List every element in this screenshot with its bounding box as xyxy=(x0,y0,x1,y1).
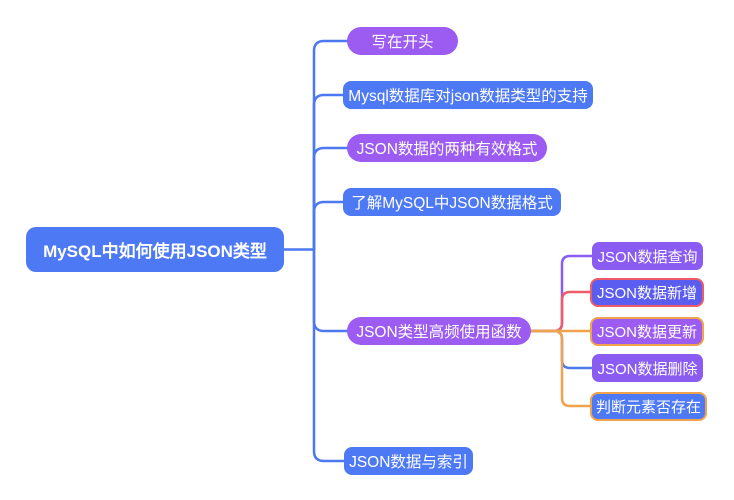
connector-branch-json-functions xyxy=(312,248,349,333)
connector-child-json-insert xyxy=(529,290,593,333)
branch-mysql-json-support[interactable]: Mysql数据库对json数据类型的支持 xyxy=(343,81,593,109)
branch-json-data-format[interactable]: 了解MySQL中JSON数据格式 xyxy=(343,188,561,216)
branch-json-valid-formats[interactable]: JSON数据的两种有效格式 xyxy=(347,134,547,162)
child-json-query[interactable]: JSON数据查询 xyxy=(592,242,703,270)
connector-branch-json-data-format xyxy=(312,200,345,251)
branch-intro[interactable]: 写在开头 xyxy=(347,27,458,55)
branch-json-functions[interactable]: JSON类型高频使用函数 xyxy=(347,317,531,345)
node-root-topic[interactable]: MySQL中如何使用JSON类型 xyxy=(26,227,284,272)
connector-branch-json-index xyxy=(312,248,346,463)
connector-branch-json-valid-formats xyxy=(312,146,349,251)
child-json-update[interactable]: JSON数据更新 xyxy=(590,317,704,346)
child-json-exists[interactable]: 判断元素否存在 xyxy=(590,392,707,421)
connector-branch-intro xyxy=(312,39,349,251)
child-json-delete[interactable]: JSON数据删除 xyxy=(592,354,703,382)
connector-branch-mysql-json-support xyxy=(312,93,345,251)
branch-json-index[interactable]: JSON数据与索引 xyxy=(344,447,473,475)
child-json-insert[interactable]: JSON数据新增 xyxy=(590,278,704,307)
